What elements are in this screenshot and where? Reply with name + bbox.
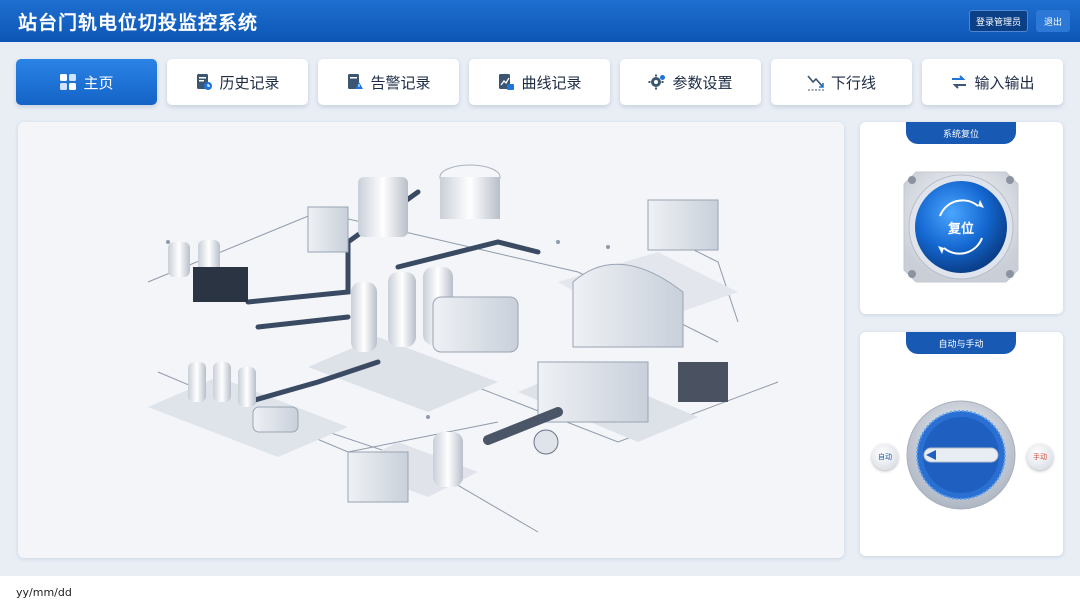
auto-mode-button[interactable]: 自动 — [872, 444, 898, 470]
header-actions: 登录管理员 退出 — [968, 10, 1070, 32]
alarm-doc-icon — [346, 73, 364, 91]
manual-mode-button[interactable]: 手动 — [1027, 444, 1053, 470]
grid-icon — [59, 73, 77, 91]
tab-settings[interactable]: 参数设置 — [620, 59, 761, 105]
tab-downline[interactable]: 下行线 — [771, 59, 912, 105]
logout-button[interactable]: 退出 — [1036, 10, 1070, 32]
history-doc-icon — [195, 73, 213, 91]
downtrend-icon — [807, 73, 825, 91]
tab-alarm-label: 告警记录 — [370, 73, 431, 92]
tab-alarm[interactable]: 告警记录 — [318, 59, 459, 105]
gear-icon — [648, 73, 666, 91]
tab-home[interactable]: 主页 — [16, 59, 157, 105]
login-admin-button[interactable]: 登录管理员 — [968, 10, 1028, 32]
plant-illustration — [147, 164, 779, 533]
tab-history[interactable]: 历史记录 — [167, 59, 308, 105]
date-display: yy/mm/dd — [16, 585, 72, 599]
tab-io[interactable]: 输入输出 — [922, 59, 1063, 105]
reset-button[interactable]: 复位 — [947, 222, 974, 237]
knob-graphic — [906, 400, 1016, 510]
curve-doc-icon — [497, 73, 515, 91]
tab-curve-label: 曲线记录 — [521, 73, 582, 92]
main-nav: 主页 历史记录 告警记录 曲线记录 参数设置 下行线 输入输出 — [16, 59, 1064, 105]
tab-home-label: 主页 — [83, 73, 114, 92]
header-bar: 站台门轨电位切投监控系统 登录管理员 退出 — [0, 0, 1080, 42]
tab-settings-label: 参数设置 — [672, 73, 733, 92]
auto-manual-title: 自动与手动 — [906, 332, 1016, 354]
plant-overview-panel — [18, 122, 844, 558]
tab-curve[interactable]: 曲线记录 — [469, 59, 610, 105]
system-reset-panel: 系统复位 复位 — [860, 122, 1063, 314]
swap-arrows-icon — [950, 73, 968, 91]
reset-button-graphic — [903, 171, 1019, 283]
tab-downline-label: 下行线 — [830, 73, 876, 92]
status-bar: yy/mm/dd — [0, 576, 1080, 608]
reset-control: 复位 — [898, 164, 1024, 290]
app-title: 站台门轨电位切投监控系统 — [18, 11, 259, 34]
tab-history-label: 历史记录 — [219, 73, 280, 92]
system-reset-title: 系统复位 — [906, 122, 1016, 144]
tab-io-label: 输入输出 — [974, 73, 1035, 92]
mode-selector-knob[interactable] — [906, 400, 1016, 510]
auto-manual-panel: 自动与手动 自动 手动 — [860, 332, 1063, 556]
